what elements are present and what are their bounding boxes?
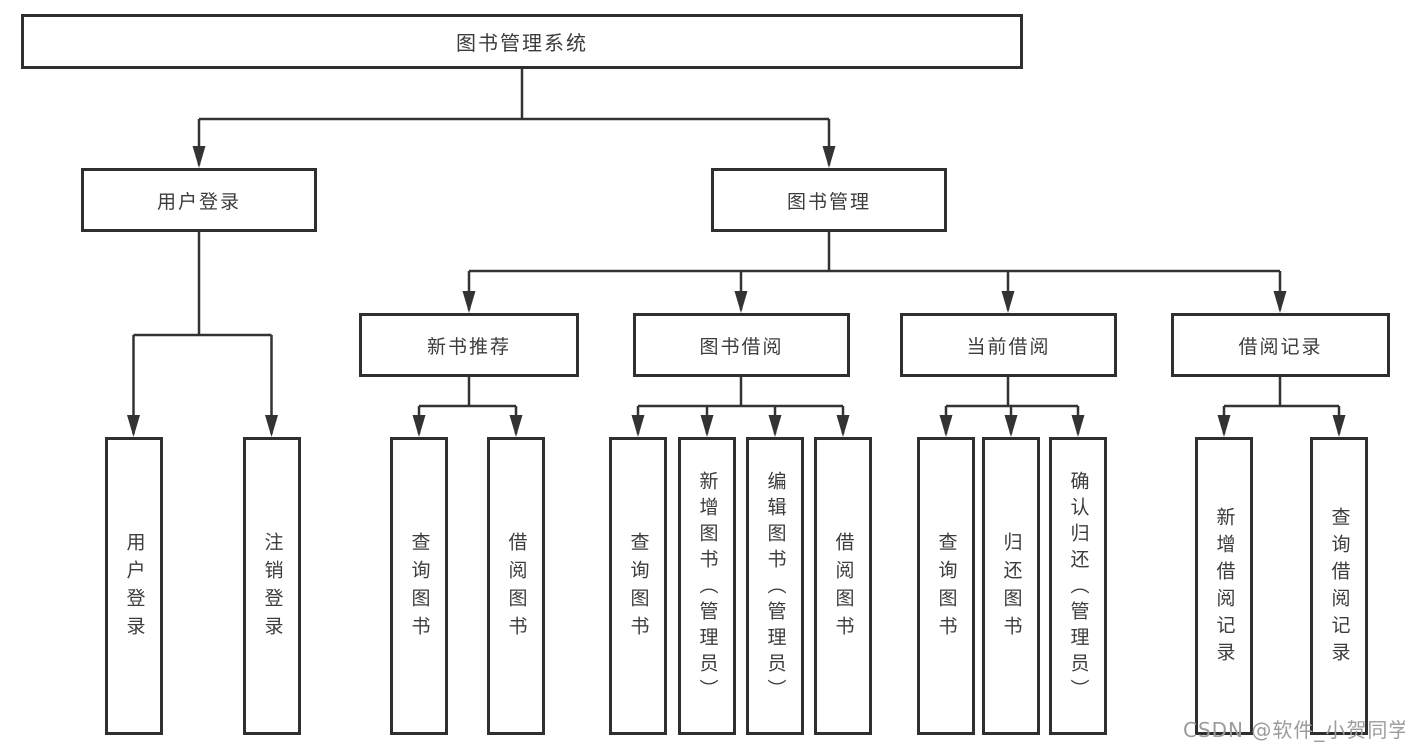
- leaf-borrow-books-recommend: 借阅图书: [487, 437, 545, 735]
- csdn-watermark: CSDN @软件_小贺同学: [1183, 718, 1405, 742]
- node-current-borrowing: 当前借阅: [900, 313, 1117, 377]
- node-book-management: 图书管理: [711, 168, 947, 232]
- node-user-login: 用户登录: [81, 168, 317, 232]
- leaf-return-books: 归还图书: [982, 437, 1040, 735]
- node-library-management-system: 图书管理系统: [21, 14, 1023, 69]
- leaf-add-books-admin: 新增图书（管理员）: [678, 437, 736, 735]
- leaf-confirm-return-admin: 确认归还（管理员）: [1049, 437, 1107, 735]
- leaf-add-borrow-record: 新增借阅记录: [1195, 437, 1253, 735]
- leaf-query-books-recommend: 查询图书: [390, 437, 448, 735]
- leaf-logout: 注销登录: [243, 437, 301, 735]
- node-book-borrowing: 图书借阅: [633, 313, 850, 377]
- leaf-user-login: 用户登录: [105, 437, 163, 735]
- leaf-edit-books-admin: 编辑图书（管理员）: [746, 437, 804, 735]
- node-borrow-records: 借阅记录: [1171, 313, 1390, 377]
- node-new-book-recommend: 新书推荐: [359, 313, 579, 377]
- leaf-query-books-borrowing: 查询图书: [609, 437, 667, 735]
- leaf-query-books-current: 查询图书: [917, 437, 975, 735]
- leaf-borrow-books: 借阅图书: [814, 437, 872, 735]
- leaf-query-borrow-record: 查询借阅记录: [1310, 437, 1368, 735]
